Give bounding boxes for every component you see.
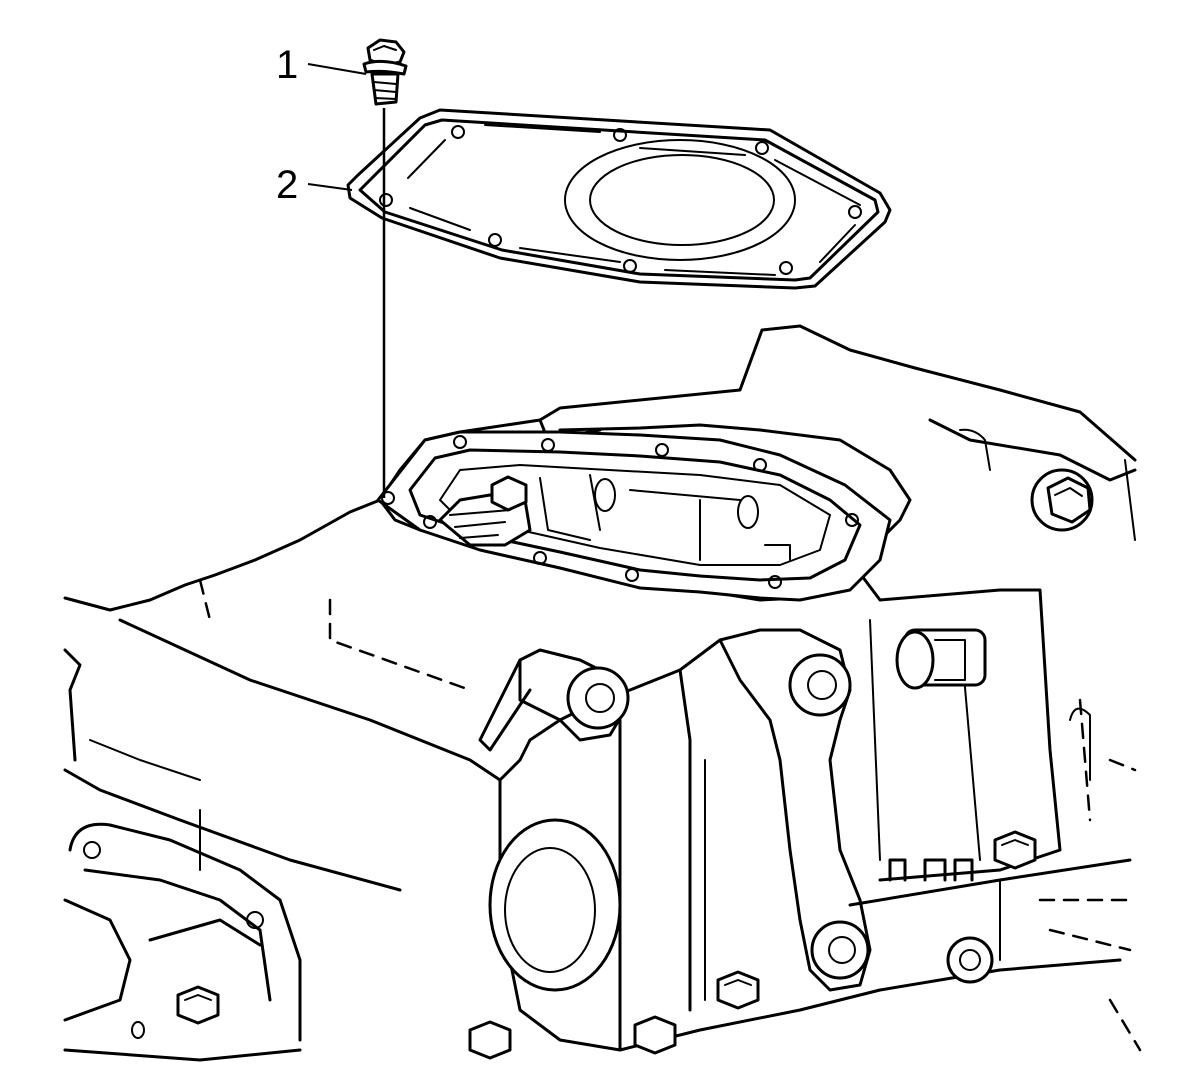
mount-boss-right: [788, 653, 852, 717]
callout-label-1: 1: [276, 43, 298, 87]
gasket-cover: [346, 108, 892, 290]
mount-boss-left: [566, 666, 630, 730]
housing-assembly: [63, 324, 1142, 1062]
cover-mounting-surface: [376, 430, 892, 602]
flange-bolt-2: [716, 970, 760, 1010]
flange-bolt-4: [468, 1020, 512, 1060]
internal-bolt: [490, 475, 528, 512]
mount-boss-lower: [810, 920, 870, 980]
flange-bolt-5: [176, 985, 220, 1025]
side-bolt: [1030, 468, 1094, 532]
flange-bolt-3: [633, 1015, 677, 1055]
cover-bolt: [362, 38, 408, 106]
round-cover-cap: [488, 818, 622, 992]
flange-boss: [946, 936, 994, 984]
callout-label-2: 2: [276, 163, 298, 207]
flange-bolt-1: [993, 830, 1037, 870]
callout-1: 1: [276, 43, 367, 87]
callout-2: 2: [276, 163, 353, 207]
